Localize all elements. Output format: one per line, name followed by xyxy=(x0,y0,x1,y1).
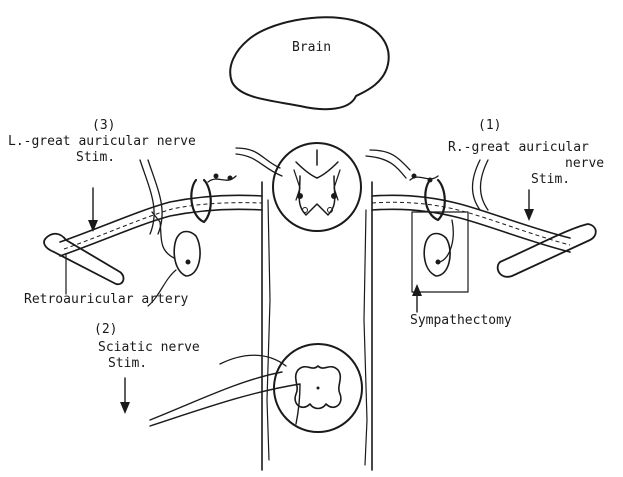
brain-label: Brain xyxy=(292,40,331,55)
left-number-label: (3) xyxy=(92,118,115,133)
lower-spinal-cross-section xyxy=(274,344,362,432)
right-nerve-label: R.-great auricular xyxy=(448,140,589,155)
right-stim-label: Stim. xyxy=(531,172,570,187)
left-stim-label: Stim. xyxy=(76,150,115,165)
sciatic-nerve-label: Sciatic nerve xyxy=(98,340,200,355)
sympathectomy-label: Sympathectomy xyxy=(410,313,512,328)
right-nerve-label-cont: nerve xyxy=(565,156,604,171)
artery-label: Retroauricular artery xyxy=(24,292,188,307)
left-nerve-artery xyxy=(44,148,282,306)
sciatic-nerve xyxy=(150,372,300,426)
right-number-label: (1) xyxy=(478,118,501,133)
upper-spinal-cross-section xyxy=(273,143,361,231)
sciatic-number-label: (2) xyxy=(94,322,117,337)
spinal-cord-column xyxy=(262,182,372,470)
sympathectomy-arrow xyxy=(412,284,422,312)
sciatic-stim-label: Stim. xyxy=(108,356,147,371)
left-nerve-label: L.-great auricular nerve xyxy=(8,134,196,149)
brain-outline xyxy=(230,17,388,109)
left-stim-arrow xyxy=(88,188,98,232)
sciatic-stim-arrow xyxy=(120,378,130,414)
sciatic-nerve-branch xyxy=(220,355,286,366)
right-stim-arrow xyxy=(524,190,534,221)
